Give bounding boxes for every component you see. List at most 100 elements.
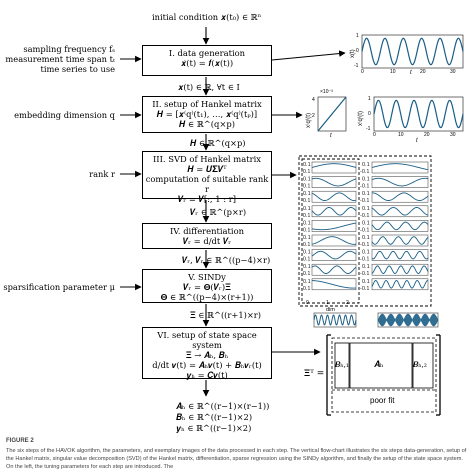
svd-tick-bottom-right: -0.1 xyxy=(360,169,369,175)
step-2-hankel: II. setup of Hankel matrix 𝑯 = [𝒙⁽q⁾(t₁)… xyxy=(142,96,272,133)
xi-poor-fit: poor fit xyxy=(370,396,395,405)
step-5-eq1: 𝑽̇ᵣ = 𝚯(𝑽ᵣ)𝚵 xyxy=(183,282,231,292)
svd-left-curve xyxy=(311,192,357,201)
plot1-xtick-30: 30 xyxy=(450,69,456,75)
svd-right-frame xyxy=(371,278,429,291)
svd-tick-top-right: 0.1 xyxy=(362,264,370,270)
step-6-eq2: d/dt 𝒗(t) = 𝑨ₕ𝒗(t) + 𝑩ₕ𝒗ᵣ(t) xyxy=(152,360,262,370)
svd-right-curve xyxy=(371,192,429,201)
between-3-4: 𝑽ᵣ ∈ ℝ^(p×r) xyxy=(190,207,247,217)
svd-left-frame xyxy=(311,249,357,261)
output-A: 𝑨ₕ ∈ ℝ^((r−1)×(r−1)) xyxy=(176,401,270,411)
svd-left-frame xyxy=(311,263,357,276)
output-B: 𝑩ₕ ∈ ℝ^((r−1)×2) xyxy=(176,412,253,422)
step-3-eq3: 𝑽ᵣ = 𝑽[:, 1 : r] xyxy=(178,194,236,204)
svd-tick-bottom-right: -0.1 xyxy=(360,257,369,263)
xi-b-left: 𝑩ₕ,₁ xyxy=(335,360,349,369)
svd-tick-bottom: -0.1 xyxy=(301,286,310,292)
xi-label: 𝚵ᵀ = xyxy=(304,369,325,379)
plot2-xlabel: t xyxy=(330,133,332,139)
plot3-xtick-10: 10 xyxy=(398,132,404,138)
step-6-title: VI. setup of state space system xyxy=(157,330,257,350)
label-rank: rank r xyxy=(89,169,115,179)
plot1-ytick-0: 0 xyxy=(356,48,359,54)
svd-xlabel: dim xyxy=(326,307,335,313)
plot3-ylabel: x⁽q⁾(t) xyxy=(358,111,364,126)
plot1-ytick-1: 1 xyxy=(356,33,359,39)
svd-tick-top-right: 0.1 xyxy=(362,279,370,285)
between-5-6: 𝚵 ∈ ℝ^((r+1)×r) xyxy=(190,310,262,320)
initial-condition: initial condition 𝒙(t₀) ∈ ℝⁿ xyxy=(152,12,262,22)
plot3-xtick-0: 0 xyxy=(373,132,376,138)
step-1-data-generation: I. data generation 𝒙̇(t) = 𝒇(𝒙(t)) xyxy=(142,45,272,76)
step-3-eq2: computation of suitable rank r xyxy=(145,174,269,194)
step-6-eq3: 𝒚ₕ = 𝑪𝒗(t) xyxy=(186,370,228,380)
svd-left-frame xyxy=(311,190,357,203)
svd-tick-top-right: 0.1 xyxy=(362,206,370,212)
plot2-ytick-2: 2 xyxy=(312,113,315,119)
label-measurement-span: measurement time span tₜ xyxy=(5,54,115,64)
plot2-ylabel: x⁽q⁾(t) xyxy=(306,113,312,128)
plot-xq-wave xyxy=(373,96,464,132)
svd-right-curve xyxy=(371,265,429,274)
step-6-state-space: VI. setup of state space system 𝚵 → 𝑨ₕ, … xyxy=(142,327,272,380)
plot3-xlabel: t xyxy=(416,138,418,144)
svd-tick-bottom: -0.1 xyxy=(301,242,310,248)
svd-bottom-tick-2: 2 xyxy=(346,300,349,306)
output-y: 𝒚ₕ ∈ ℝ^((r−1)×2) xyxy=(176,423,252,433)
svd-tick-top: 0.1 xyxy=(303,162,311,168)
sindy-plot-right xyxy=(377,312,439,328)
arrow-to-plot1 xyxy=(271,50,346,61)
plot3-ytick-0: 0 xyxy=(368,111,371,117)
step-3-eq1: 𝑯 = 𝑼𝚺𝑽ᵀ xyxy=(187,164,227,174)
svd-right-frame xyxy=(371,263,429,276)
svd-left-curve xyxy=(311,222,357,231)
svd-tick-top-right: 0.1 xyxy=(362,235,370,241)
plot2-ytick-4: 4 xyxy=(312,97,315,103)
step-4-title: IV. differentiation xyxy=(169,226,245,236)
svd-tick-top: 0.1 xyxy=(303,220,311,226)
svd-left-curve xyxy=(311,207,357,216)
svd-right-curve xyxy=(371,163,429,171)
svd-left-curve xyxy=(311,280,357,289)
svd-left-frame xyxy=(311,220,357,232)
plot3-xtick-30: 30 xyxy=(450,132,456,138)
xi-a-center: 𝑨ₕ xyxy=(374,360,384,370)
svd-tick-bottom-right: -0.1 xyxy=(360,242,369,248)
sindy-plot-left xyxy=(313,312,357,328)
svd-tick-top: 0.1 xyxy=(303,279,311,285)
plot3-ytick-m1: -1 xyxy=(366,126,371,132)
svd-tick-top: 0.1 xyxy=(303,206,311,212)
svd-left-curve xyxy=(311,250,357,260)
svd-tick-top: 0.1 xyxy=(303,250,311,256)
figure-label: FIGURE 2 xyxy=(6,438,34,444)
svd-tick-bottom-right: -0.1 xyxy=(360,286,369,292)
svd-tick-top-right: 0.1 xyxy=(362,250,370,256)
svd-right-curve xyxy=(371,221,429,231)
plot-xt xyxy=(361,34,464,69)
step-5-sindy: V. SINDy 𝑽̇ᵣ = 𝚯(𝑽ᵣ)𝚵 𝚯 ∈ ℝ^((p−4)×(r+1)… xyxy=(142,269,272,303)
step-2-eq1: 𝑯 = [𝒙⁽q⁾(t₁), …, 𝒙⁽q⁾(tₚ)] xyxy=(156,109,258,119)
plot-xq-small xyxy=(317,96,347,132)
step-5-eq2: 𝚯 ∈ ℝ^((p−4)×(r+1)) xyxy=(160,292,254,302)
svd-tick-bottom-right: -0.1 xyxy=(360,271,369,277)
label-embedding-dimension: embedding dimension q xyxy=(14,110,115,120)
figure-caption: The six steps of the HAVOK algorithm, th… xyxy=(6,448,467,470)
svd-left-curve xyxy=(311,236,357,245)
svd-left-frame xyxy=(311,176,357,188)
step-3-title: III. SVD of Hankel matrix xyxy=(153,154,261,164)
label-sparsification: sparsification parameter μ xyxy=(3,282,115,292)
between-2-3: 𝑯 ∈ ℝ^(q×p) xyxy=(190,138,246,148)
svd-tick-bottom-right: -0.1 xyxy=(360,227,369,233)
step-2-eq2: 𝑯 ∈ ℝ^(q×p) xyxy=(178,119,236,129)
svd-left-frame xyxy=(311,278,357,291)
plot1-xtick-10: 10 xyxy=(390,69,396,75)
between-4-5: 𝑽̇ᵣ, 𝑽ᵣ ∈ ℝ^((p−4)×r) xyxy=(182,255,271,265)
svd-tick-top: 0.1 xyxy=(303,177,311,183)
xi-b-right: 𝑩ₕ,₂ xyxy=(413,360,427,369)
svd-tick-bottom: -0.1 xyxy=(301,227,310,233)
svd-right-frame xyxy=(371,234,429,247)
plot3-xtick-20: 20 xyxy=(424,132,430,138)
svd-tick-bottom-right: -0.1 xyxy=(360,213,369,219)
